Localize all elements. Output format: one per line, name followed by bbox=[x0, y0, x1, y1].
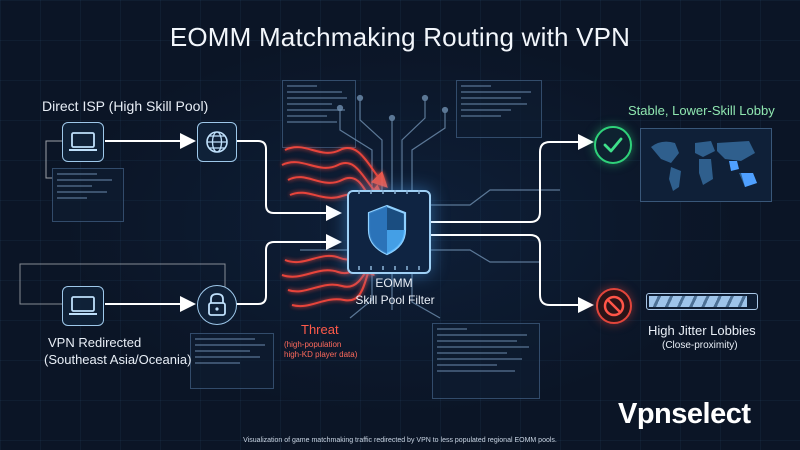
caption: Visualization of game matchmaking traffi… bbox=[243, 437, 557, 444]
lobby-region-map bbox=[640, 128, 772, 202]
eomm-label-line2: Skill Pool Filter bbox=[355, 293, 435, 307]
eomm-chip bbox=[347, 190, 431, 274]
close-proximity-label: (Close-proximity) bbox=[662, 340, 738, 351]
direct-laptop-node bbox=[62, 122, 104, 162]
data-panel-bottom-center bbox=[432, 323, 540, 399]
vpn-laptop-node bbox=[62, 286, 104, 326]
brand-logo: Vpnselect bbox=[618, 398, 751, 430]
data-panel-bottom-left bbox=[190, 333, 274, 389]
vpn-redirected-label-line2: (Southeast Asia/Oceania) bbox=[44, 352, 192, 367]
jitter-progress-bar bbox=[646, 293, 758, 310]
block-icon bbox=[603, 295, 625, 317]
direct-isp-label: Direct ISP (High Skill Pool) bbox=[42, 98, 209, 114]
direct-isp-flow bbox=[45, 133, 342, 221]
data-panel-top-center bbox=[282, 80, 356, 148]
threat-detail-line2: high-KD player data) bbox=[284, 350, 358, 359]
jitter-progress-fill bbox=[649, 296, 747, 307]
eomm-label-line1: EOMM bbox=[375, 276, 413, 290]
output-flow bbox=[427, 134, 594, 313]
laptop-icon bbox=[69, 296, 97, 315]
threat-label: Threat bbox=[301, 322, 339, 337]
globe-icon bbox=[206, 131, 228, 153]
vpn-lock-node bbox=[197, 285, 237, 325]
data-panel-top-left bbox=[52, 168, 124, 222]
lock-icon bbox=[208, 293, 226, 316]
stable-lobby-label: Stable, Lower-Skill Lobby bbox=[628, 103, 775, 118]
vpn-flow bbox=[19, 234, 342, 312]
stable-lobby-node bbox=[594, 126, 632, 164]
threat-detail-line1: (high-population bbox=[284, 340, 342, 349]
globe-node bbox=[197, 122, 237, 162]
high-jitter-node bbox=[596, 288, 632, 324]
laptop-icon bbox=[69, 132, 97, 151]
data-panel-top-right bbox=[456, 80, 542, 138]
world-map-icon bbox=[651, 141, 757, 191]
vpn-redirected-label-line1: VPN Redirected bbox=[48, 335, 142, 350]
check-icon bbox=[603, 137, 623, 153]
high-jitter-label: High Jitter Lobbies bbox=[648, 323, 756, 338]
diagram-title: EOMM Matchmaking Routing with VPN bbox=[169, 22, 631, 52]
shield-icon bbox=[358, 190, 420, 270]
